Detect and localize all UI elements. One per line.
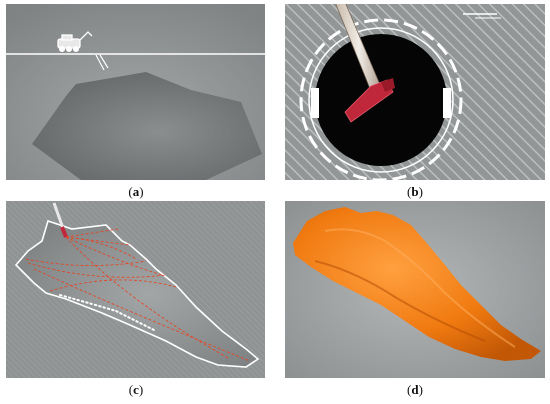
laser-probe-icon — [344, 78, 395, 123]
panel-a-illustration — [6, 4, 265, 180]
panel-c — [6, 201, 265, 378]
panel-b-illustration — [285, 4, 545, 180]
cavity-outline — [14, 219, 260, 368]
panel-b — [285, 4, 545, 180]
probe-icon — [52, 202, 68, 238]
borehole — [95, 54, 109, 71]
caption-b: (b) — [407, 184, 423, 199]
cavity-shape — [32, 72, 262, 180]
caption-d: (d) — [407, 382, 423, 397]
caption-c: (c) — [128, 382, 144, 397]
outer-ring — [299, 18, 463, 180]
drilling-robot-icon — [57, 31, 93, 53]
caption-a: (a) — [128, 184, 144, 199]
dotted-boundary — [59, 294, 157, 332]
inner-ring — [308, 27, 454, 173]
scan-lines — [25, 228, 251, 362]
panel-a — [6, 4, 265, 180]
panel-d-illustration — [285, 201, 545, 378]
panel-d — [285, 201, 545, 378]
panel-c-illustration — [6, 201, 265, 378]
